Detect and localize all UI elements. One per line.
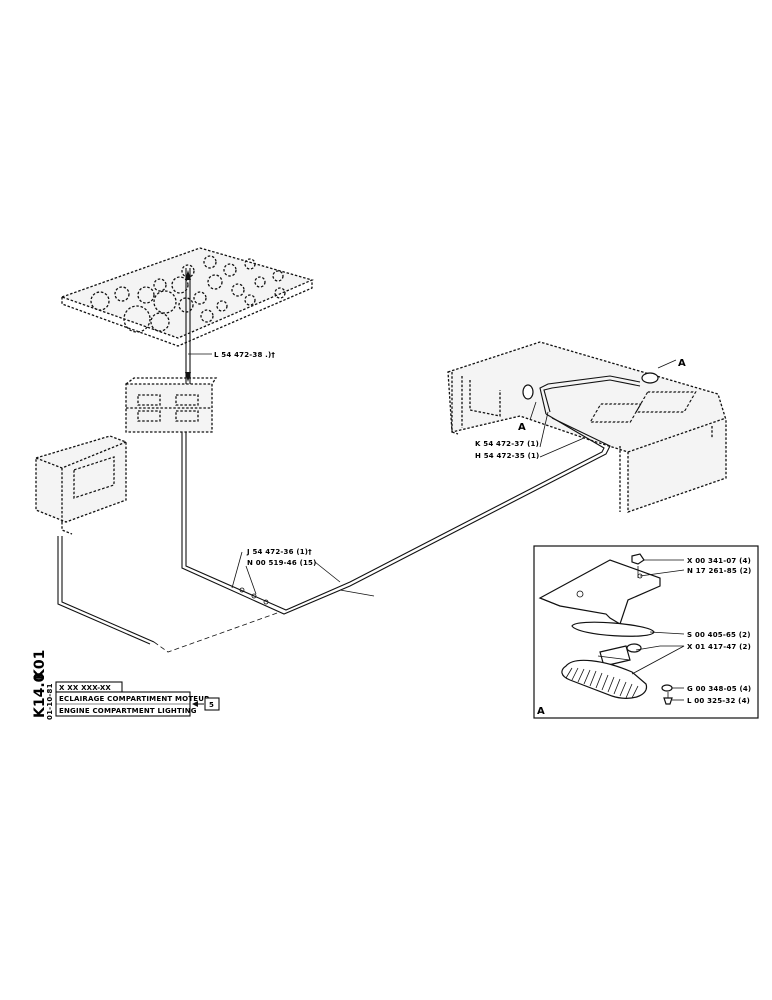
label-l-54472-38: L 54 472-38 .)† [214, 351, 275, 359]
dashboard-panel [60, 247, 314, 347]
label-g-00348-05: G 00 348-05 (4) [687, 685, 751, 693]
page-ref: 5 [209, 701, 214, 709]
code-k01: K01 [32, 650, 48, 680]
instrument-housing [35, 435, 127, 535]
ribbed-lens [561, 659, 648, 699]
title-french: ECLAIRAGE COMPARTIMENT MOTEUR [59, 695, 210, 703]
part-labels: L 54 472-38 .)† J 54 472-36 (1)† N 00 51… [214, 351, 686, 567]
label-ref-a-left: A [518, 422, 526, 433]
label-k-54472-37: K 54 472-37 (1) [475, 440, 539, 448]
arrow-left-icon [192, 701, 198, 707]
ref-number: X XX XXX-XX [59, 684, 111, 692]
code-k14: K14.0 [32, 672, 48, 718]
label-x-01417-47: X 01 417-47 (2) [687, 643, 751, 651]
label-j-54472-36: J 54 472-36 (1)† [246, 548, 312, 556]
label-ref-a-top: A [678, 358, 686, 369]
label-h-54472-35: H 54 472-35 (1) [475, 452, 539, 460]
hood-lamp-right [641, 372, 659, 384]
title-english: ENGINE COMPARTMENT LIGHTING [59, 707, 197, 715]
label-l-00325-32: L 00 325-32 (4) [687, 697, 750, 705]
date-code: 01-10-81 [46, 683, 54, 720]
detail-a-label: A [537, 706, 545, 717]
wiring-harness [57, 268, 641, 653]
title-block: K01 K14.0 01-10-81 X XX XXX-XX ECLAIRAGE… [32, 650, 220, 720]
label-s-00405-65: S 00 405-65 (2) [687, 631, 751, 639]
detail-a-inset: X 00 341-07 (4) N 17 261-85 (2) S 00 405… [533, 545, 759, 719]
label-n-00519-46: N 00 519-46 (15) [247, 559, 317, 567]
label-x-00341-07: X 00 341-07 (4) [687, 557, 751, 565]
hood-lamp-left [522, 384, 534, 400]
label-n-17261-85: N 17 261-85 (2) [687, 567, 751, 575]
connector-block [125, 377, 218, 433]
page-ref-box [204, 697, 220, 711]
leader-lines [185, 270, 677, 595]
engine-hood [447, 341, 727, 513]
